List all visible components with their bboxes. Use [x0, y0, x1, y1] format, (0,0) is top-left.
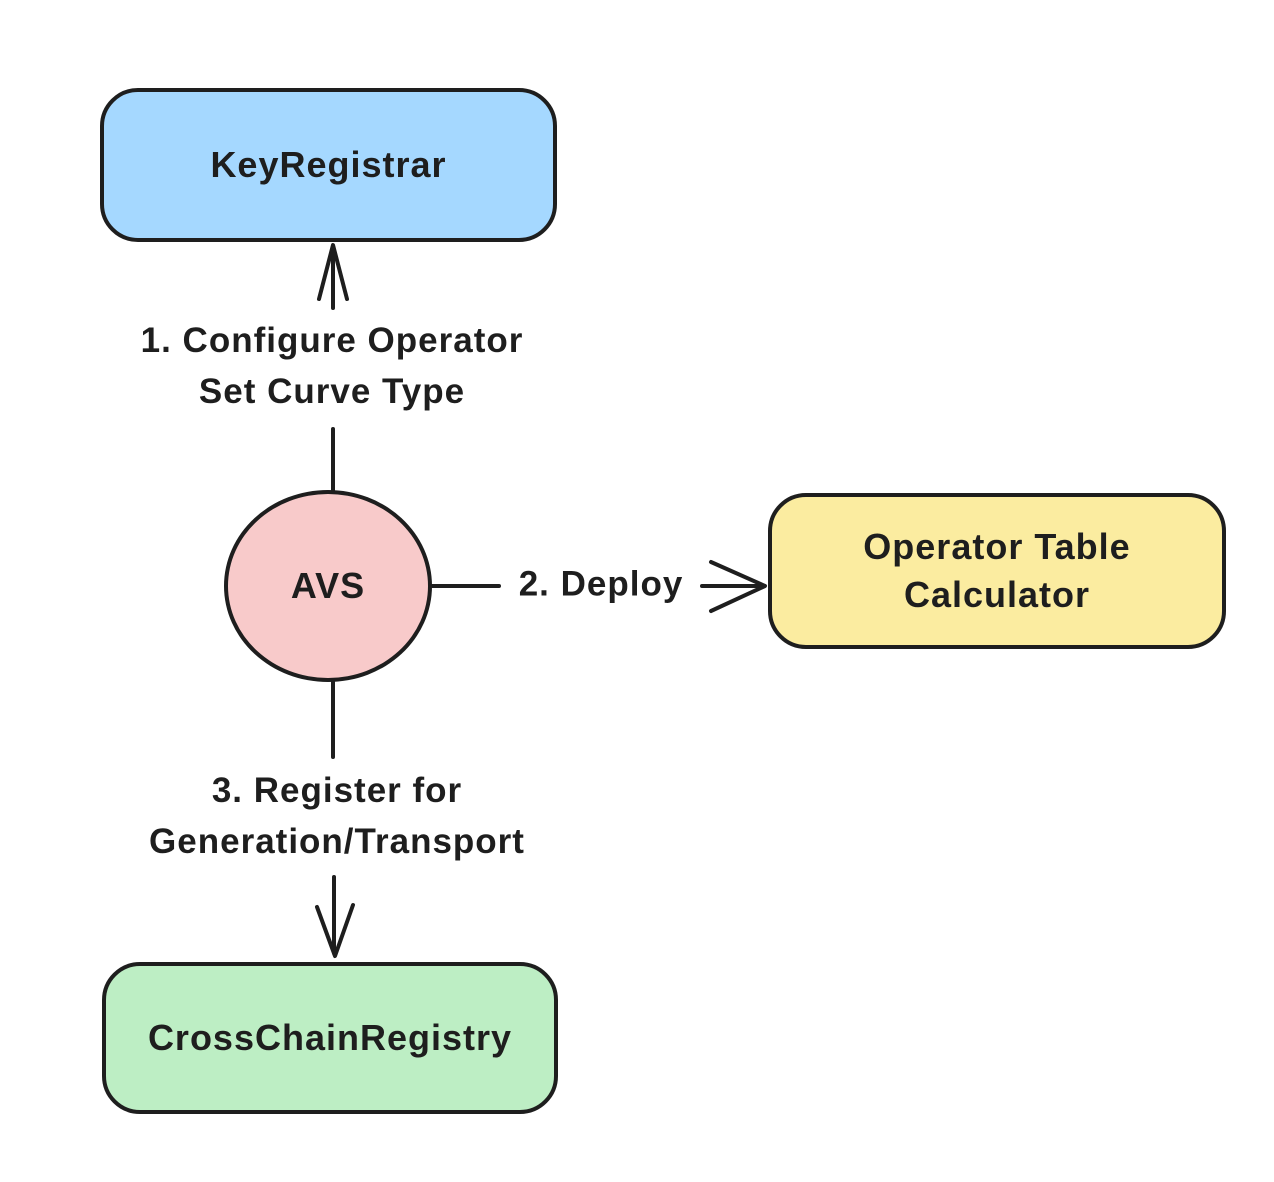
node-key-registrar-label: KeyRegistrar	[210, 144, 447, 185]
arrowhead-right-icon	[709, 560, 767, 613]
edge-label-line2: Generation/Transport	[149, 822, 525, 861]
edge-label-line2: Set Curve Type	[198, 372, 466, 411]
edge-label-register-generation-transport: 3. Register for Generation/Transport	[149, 765, 525, 867]
edge-avs-to-keyregistrar-arrow	[317, 243, 349, 493]
arrowhead-down-icon	[315, 903, 355, 958]
edge-label-deploy: 2. Deploy	[519, 559, 684, 610]
edge-avs-to-operator-table-calculator-arrow	[430, 560, 767, 613]
edge-label-line: 2. Deploy	[518, 564, 684, 604]
edge-avs-to-crosschainregistry-arrow	[315, 679, 355, 958]
node-cross-chain-registry: CrossChainRegistry	[102, 962, 558, 1114]
node-operator-table-calculator: Operator Table Calculator	[768, 493, 1226, 649]
edge-label-line1: 1. Configure Operator	[140, 321, 524, 360]
node-avs: AVS	[224, 490, 432, 682]
edge-label-configure-operator-set-curve-type: 1. Configure Operator Set Curve Type	[141, 315, 524, 417]
node-operator-table-calculator-label-line1: Operator Table	[863, 526, 1131, 567]
edge-label-line1: 3. Register for	[211, 771, 463, 810]
node-key-registrar: KeyRegistrar	[100, 88, 557, 242]
node-avs-label: AVS	[290, 565, 366, 606]
arrowhead-up-icon	[317, 243, 349, 301]
node-cross-chain-registry-label: CrossChainRegistry	[147, 1017, 513, 1058]
node-operator-table-calculator-label-line2: Calculator	[903, 574, 1091, 615]
